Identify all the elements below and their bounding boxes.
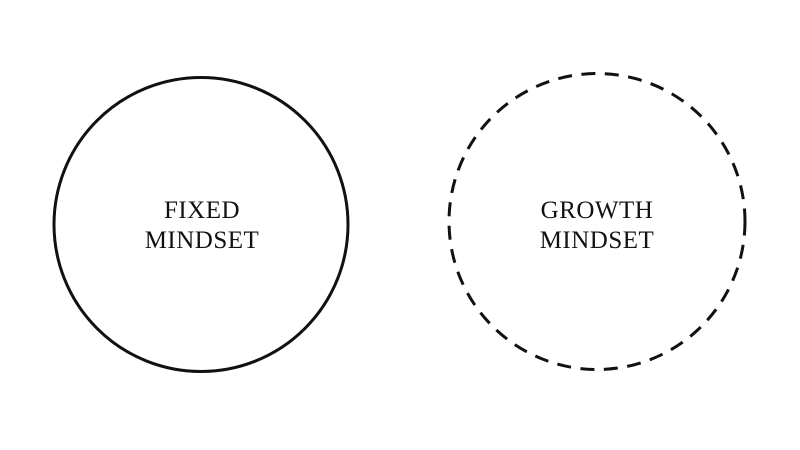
growth-mindset-circle [447, 72, 747, 371]
growth-mindset-label-line2: MINDSET [540, 227, 655, 254]
growth-mindset-label-line1: GROWTH [541, 197, 654, 224]
fixed-mindset-circle [52, 76, 350, 373]
fixed-mindset-label-line1: FIXED [164, 197, 240, 224]
fixed-mindset-label-line2: MINDSET [145, 227, 260, 254]
